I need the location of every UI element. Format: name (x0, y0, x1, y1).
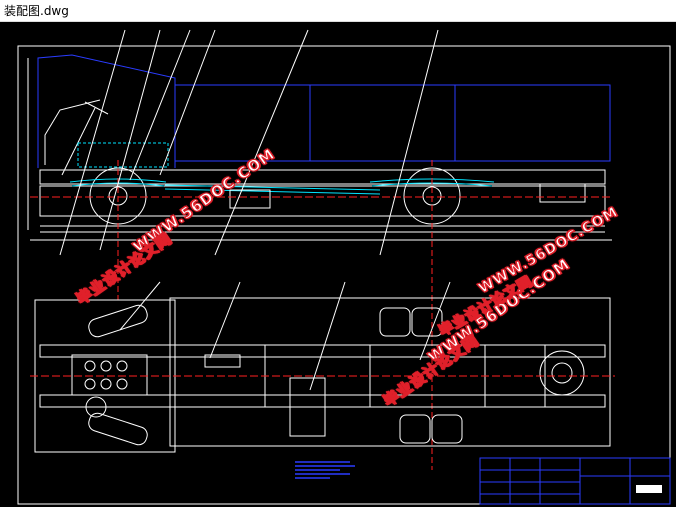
drawing-canvas[interactable]: WWW.56DOC.COM 毕业设计论文网 WWW.56DOC.COM 毕业设计… (0, 22, 676, 507)
title-bar: 装配图.dwg (0, 0, 676, 22)
chassis-assembly-drawing (17, 29, 671, 505)
side-view (27, 29, 612, 470)
window-title: 装配图.dwg (4, 4, 69, 18)
title-block (479, 457, 671, 505)
notes-block (295, 461, 355, 479)
drawing-border (17, 45, 671, 505)
plan-view (30, 281, 615, 453)
